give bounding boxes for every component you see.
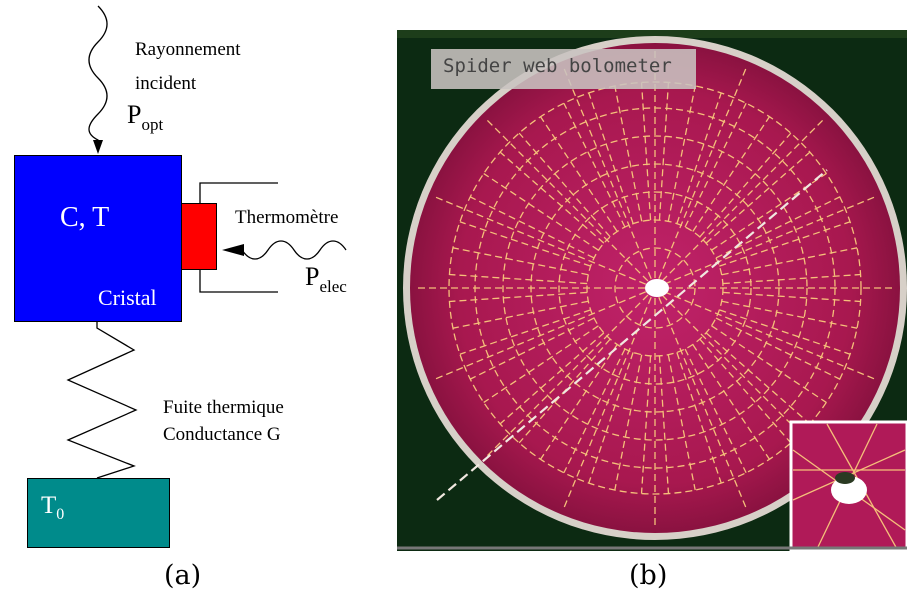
web-spoke-fine <box>715 317 841 380</box>
label-banner <box>431 49 696 89</box>
web-spoke-fine <box>563 102 626 228</box>
web-spoke-fine <box>684 102 747 228</box>
web-spoke-fine <box>692 344 770 460</box>
web-ring <box>502 135 808 441</box>
web-spoke-fine <box>449 273 588 285</box>
radiation-wavy-arrow <box>88 5 108 146</box>
bath-label: T0 <box>41 492 65 523</box>
web-spoke-fine <box>588 352 634 484</box>
web-spoke <box>562 66 652 280</box>
web-spoke-fine <box>563 348 626 474</box>
web-spoke-fine <box>614 85 643 222</box>
web-spoke-fine <box>722 273 861 285</box>
crystal-label: Cristal <box>98 285 157 310</box>
web-spoke <box>484 294 649 459</box>
caption-b: (b) <box>629 560 668 591</box>
web-spoke-fine <box>658 355 670 494</box>
web-spoke-fine <box>667 354 696 491</box>
web-spoke-fine <box>711 325 827 403</box>
web-spoke-fine <box>640 82 652 221</box>
web-spoke-fine <box>449 291 588 303</box>
web-spoke-fine <box>684 348 747 474</box>
web-spoke-fine <box>676 92 722 224</box>
photo-overlay-label: Spider web bolometer <box>443 55 672 77</box>
leak-label-1: Fuite thermique <box>163 397 284 418</box>
web-spoke-fine <box>499 151 605 244</box>
web-spoke <box>658 66 748 280</box>
web-spoke-fine <box>452 300 589 329</box>
web-ring <box>614 247 696 329</box>
web-spoke-fine <box>705 151 811 244</box>
web-spoke-fine <box>459 221 591 267</box>
elec-power-arrowhead <box>222 244 244 256</box>
web-spoke-fine <box>483 325 599 403</box>
thermometer-label: Thermomètre <box>235 207 339 228</box>
web-spoke <box>661 117 826 282</box>
web-spoke-fine <box>719 309 851 355</box>
web-spoke-fine <box>719 221 851 267</box>
web-spoke-fine <box>452 247 589 276</box>
elec-power-wavy-arrow <box>241 240 347 260</box>
web-spoke-fine <box>469 196 595 259</box>
inset-closeup <box>789 420 909 553</box>
web-spoke-fine <box>499 332 605 425</box>
web-spoke-fine <box>699 338 792 444</box>
web-spoke-fine <box>722 291 861 303</box>
bolometer-photo-image <box>397 30 909 553</box>
web-spoke <box>658 296 748 510</box>
web-spoke <box>663 291 877 381</box>
radiation-label-1: Rayonnement <box>135 39 241 60</box>
web-spoke <box>433 291 647 381</box>
web-spoke-fine <box>705 332 811 425</box>
web-spoke-fine <box>721 247 858 276</box>
thermal-leak-spring <box>66 322 138 479</box>
p-opt-label: Popt <box>127 100 164 134</box>
web-spoke-fine <box>658 82 670 221</box>
web-spoke-fine <box>540 344 618 460</box>
web-spoke-fine <box>588 92 634 224</box>
schematic-lines <box>66 5 347 479</box>
web-spoke-fine <box>667 85 696 222</box>
caption-a: (a) <box>164 560 202 591</box>
crystal-box <box>14 155 182 322</box>
radiation-arrowhead <box>93 140 103 154</box>
web-spoke-fine <box>459 309 591 355</box>
web-spoke-fine <box>483 173 599 251</box>
web-spoke <box>484 117 649 282</box>
thermometer-leads <box>199 182 278 293</box>
bolometer-schematic: Rayonnement incident Popt C, T Cristal T… <box>0 0 390 599</box>
crystal-ct-label: C, T <box>60 202 110 233</box>
web-spoke-fine <box>640 355 652 494</box>
web-spoke <box>663 195 877 285</box>
spider-web-bolometer-photo: Spider web bolometer <box>397 30 909 553</box>
thermal-bath-box <box>27 478 170 548</box>
web-ring <box>558 191 752 385</box>
radiation-label-2: incident <box>135 73 197 94</box>
web-spoke-fine <box>721 300 858 329</box>
thermometer-box <box>181 203 217 270</box>
leak-label-2: Conductance G <box>163 424 281 445</box>
web-spoke-fine <box>540 116 618 232</box>
web-spoke-fine <box>614 354 643 491</box>
web-spoke-fine <box>518 132 611 238</box>
p-elec-label: Pelec <box>305 262 347 296</box>
web-spoke-fine <box>469 317 595 380</box>
web-spoke <box>433 195 647 285</box>
web-spoke-fine <box>692 116 770 232</box>
web-spoke-fine <box>676 352 722 484</box>
web-spoke-fine <box>699 132 792 238</box>
web-spoke <box>562 296 652 510</box>
